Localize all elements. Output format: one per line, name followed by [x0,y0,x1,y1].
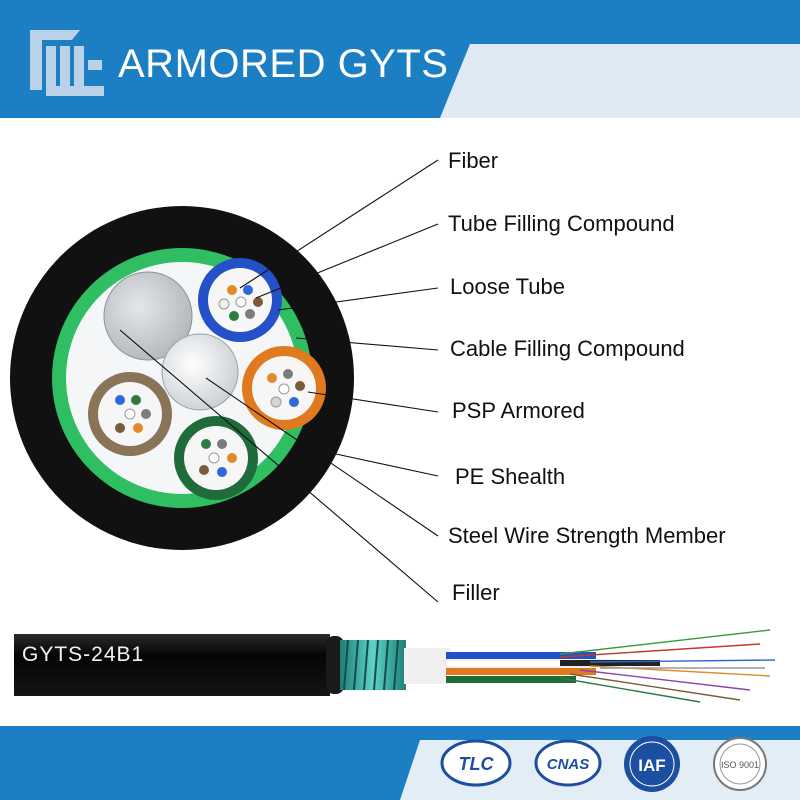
iso-logo-text: ISO 9001 [721,760,759,770]
header-banner [0,0,800,118]
water-blocking-tape [404,648,450,684]
tlc-logo-text: TLC [459,754,495,774]
iso-logo-icon: ISO 9001 [713,737,767,791]
cable-outer-jacket [14,634,330,696]
footer-blue-band [0,726,800,800]
leader-line-tube-filling [255,223,439,299]
iaf-logo-text: IAF [638,756,665,775]
header-blue-band [0,0,800,118]
corrugated-steel-armor [340,639,406,691]
loose-tube-brown [88,372,172,456]
cnas-logo-icon: CNAS [534,739,602,787]
footer-band: TLC CNAS IAF ISO 9001 [0,726,800,800]
leader-line-strength-member [205,377,439,537]
company-logo-icon [30,30,104,96]
loose-tube-blue [198,258,282,342]
iaf-logo-icon: IAF [624,736,680,792]
leader-line-psp-armored [307,391,439,413]
jacket-cut-end [326,636,344,694]
cable-side-view [14,629,776,703]
leader-line-pe-sheath [335,453,439,477]
steel-wire-strength-member [161,333,239,411]
leader-line-loose-tube [277,287,439,311]
leader-line-fiber [239,159,439,289]
fiber-strands [559,629,776,703]
loose-tube-green [174,416,258,500]
tlc-logo-icon: TLC [440,739,512,787]
loose-tube-orange [242,346,326,430]
leader-line-filler [119,329,439,603]
cnas-logo-text: CNAS [547,756,590,773]
cable-cross-section [10,206,354,550]
loose-tubes-side [445,652,660,683]
filler-rod [103,271,193,361]
callout-leader-lines [119,159,439,603]
leader-line-cable-filling [295,337,439,351]
